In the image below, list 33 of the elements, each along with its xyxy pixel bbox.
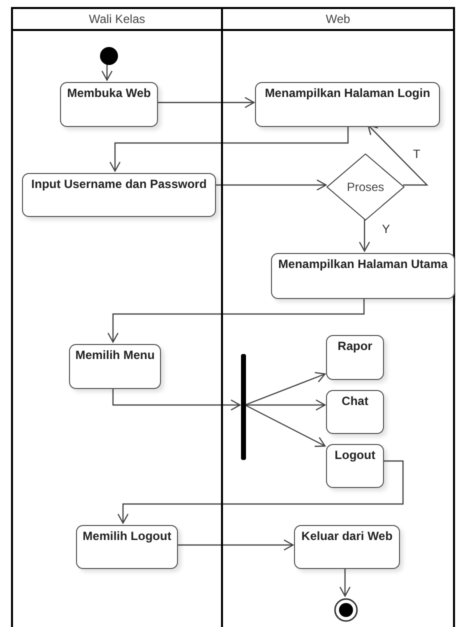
- activity-box: Menampilkan Halaman Utama: [271, 253, 455, 299]
- arrow: [367, 124, 428, 186]
- swimlane: [222, 7, 455, 627]
- activity-box: Memilih Logout: [76, 525, 178, 569]
- arrow: [214, 179, 327, 191]
- arrow: [245, 399, 326, 411]
- activity-box: Membuka Web: [60, 82, 158, 127]
- arrow: [358, 218, 370, 252]
- edge-label: Y: [381, 222, 392, 236]
- swimlane: [11, 7, 222, 627]
- edge-label: T: [412, 147, 422, 161]
- initial-node: [100, 47, 118, 65]
- final-node: [334, 598, 358, 622]
- activity-box: Logout: [326, 444, 384, 488]
- decision-label: Proses: [346, 180, 386, 194]
- fork-bar: [241, 354, 246, 460]
- decision-diamond: [327, 154, 404, 220]
- arrow: [156, 96, 255, 108]
- arrow: [117, 460, 404, 524]
- arrow: [107, 297, 365, 343]
- activity-box: Keluar dari Web: [294, 525, 400, 569]
- arrow: [112, 387, 241, 411]
- activity-box: Input Username dan Password: [22, 173, 216, 217]
- arrow: [244, 372, 326, 406]
- arrow: [244, 404, 326, 447]
- activity-box: Memilih Menu: [69, 344, 161, 389]
- activity-box: Chat: [326, 390, 384, 434]
- activity-box: Rapor: [326, 335, 384, 380]
- arrow: [101, 63, 113, 81]
- arrow: [176, 539, 294, 551]
- arrow: [109, 125, 349, 172]
- activity-box: Menampilkan Halaman Login: [255, 82, 440, 127]
- arrow: [339, 567, 351, 597]
